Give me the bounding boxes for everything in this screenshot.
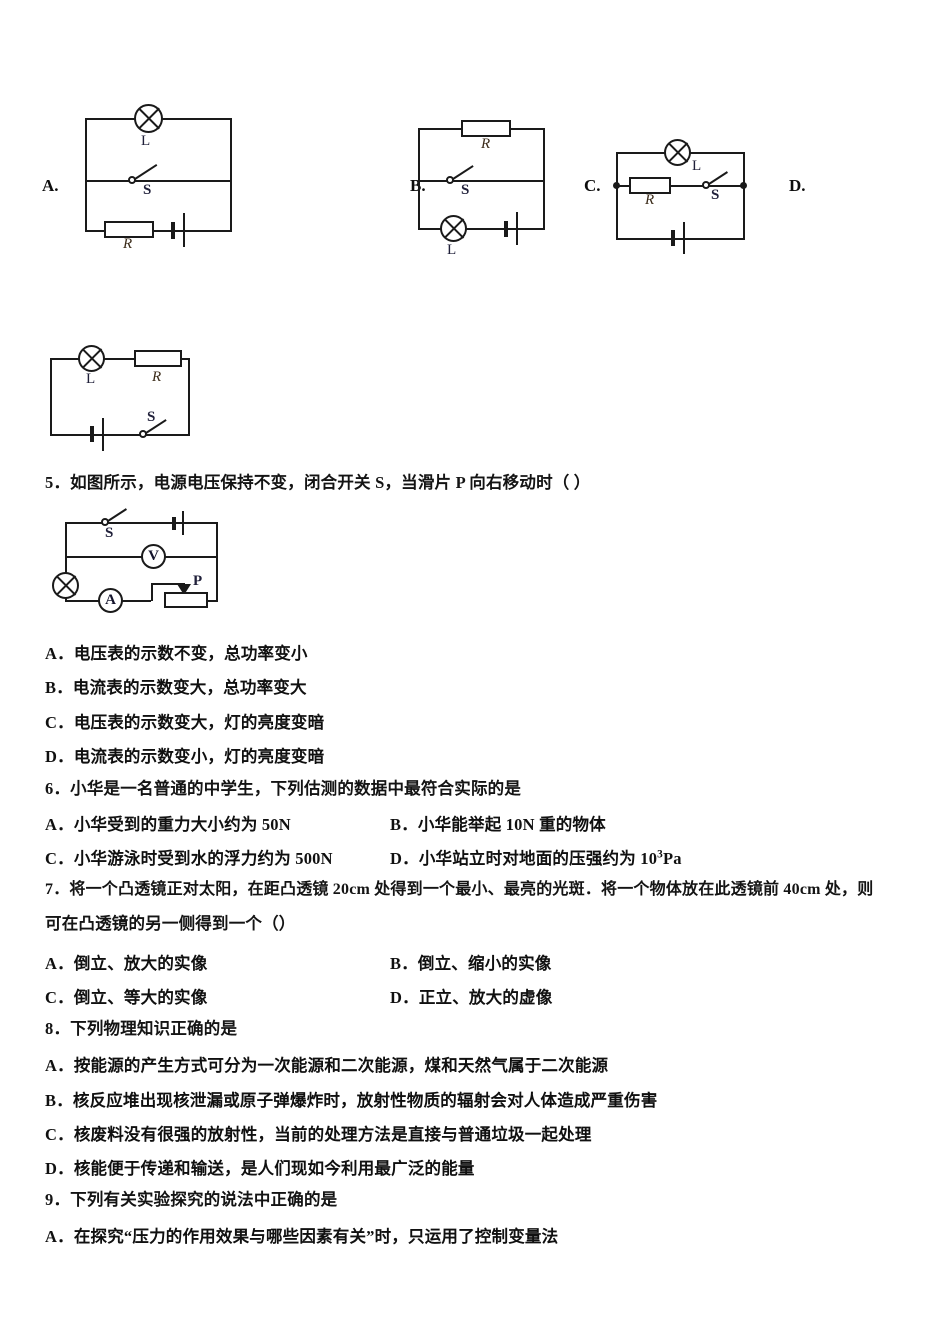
question-7-option-d: D．正立、放大的虚像 [390,988,553,1007]
battery-long-plate [182,511,184,535]
question-6-option-b: B．小华能举起 10N 重的物体 [390,815,606,834]
question-5-option-b: B．电流表的示数变大，总功率变大 [45,678,307,697]
question-8-option-a: A．按能源的产生方式可分为一次能源和二次能源，煤和天然气属于二次能源 [45,1056,609,1075]
question-7-option-b: B．倒立、缩小的实像 [390,954,552,973]
slider-arrow-icon [177,584,191,595]
wire-left [50,358,52,436]
question-5-option-c: C．电压表的示数变大，灯的亮度变暗 [45,713,325,732]
switch-blade [708,171,728,185]
choice-label-d: D. [789,176,806,195]
lamp-icon [52,572,79,599]
question-6-option-d-exponent: 3 [657,848,663,861]
switch-label: S [147,409,156,425]
switch-terminal [128,176,136,184]
question-7-stem-line1: 7．将一个凸透镜正对太阳，在距凸透镜 20cm 处得到一个最小、最亮的光斑．将一… [45,881,874,898]
wire-left [616,152,618,240]
resistor-icon [629,177,671,194]
resistor-label: R [123,236,133,252]
ammeter-icon: A [98,588,123,613]
question-6-stem: 6．小华是一名普通的中学生，下列估测的数据中最符合实际的是 [45,779,522,798]
switch-terminal [139,430,147,438]
lamp-label: L [447,242,457,258]
wire-top [65,522,218,524]
switch-label: S [143,182,152,198]
question-8-option-d: D．核能便于传递和输送，是人们现如今利用最广泛的能量 [45,1159,475,1178]
switch-terminal [702,181,710,189]
choice-label-a: A. [42,176,59,195]
resistor-icon [104,221,154,238]
question-7-stem-line2: 可在凸透镜的另一侧得到一个（） [45,914,296,933]
rheostat-top-lead [151,583,185,585]
question-8-option-c: C．核废料没有很强的放射性，当前的处理方法是直接与普通垃圾一起处理 [45,1125,592,1144]
slider-label: P [193,573,203,589]
lamp-icon [78,345,105,372]
wire-right [188,358,190,436]
switch-blade [134,164,158,180]
question-7-option-a: A．倒立、放大的实像 [45,954,208,973]
question-9-option-a: A．在探究“压力的作用效果与哪些因素有关”时，只运用了控制变量法 [45,1227,559,1246]
switch-label: S [711,187,720,203]
wire-left [85,118,87,232]
battery-long-plate [102,418,104,451]
wire-right [230,118,232,232]
lamp-label: L [692,158,702,174]
question-5-option-a: A．电压表的示数不变，总功率变小 [45,644,308,663]
switch-terminal [446,176,454,184]
question-9-stem: 9．下列有关实验探究的说法中正确的是 [45,1190,338,1209]
question-6-option-c: C．小华游泳时受到水的浮力约为 500N [45,849,333,868]
wire-right [216,522,218,602]
lamp-icon [134,104,163,133]
battery-short-plate [90,426,94,442]
battery-short-plate [504,221,508,237]
question-6-option-d-text: D．小华站立时对地面的压强约为 10 [390,849,658,868]
lamp-label: L [141,133,151,149]
resistor-label: R [152,369,162,385]
question-8-option-b: B．核反应堆出现核泄漏或原子弹爆炸时，放射性物质的辐射会对人体造成严重伤害 [45,1091,658,1110]
battery-long-plate [683,222,685,254]
choice-label-c: C. [584,176,601,195]
battery-long-plate [516,212,518,245]
wire-bottom [85,230,232,232]
question-6-option-a: A．小华受到的重力大小约为 50N [45,815,291,834]
wire-left [65,522,67,602]
wire-bottom [50,434,190,436]
question-5-option-d: D．电流表的示数变小，灯的亮度变暗 [45,747,325,766]
wire-middle [418,180,545,182]
wire-bottom [616,238,745,240]
wire-top [50,358,190,360]
switch-terminal [101,518,109,526]
resistor-label: R [481,136,491,152]
wire-middle [616,185,745,187]
question-7-option-c: C．倒立、等大的实像 [45,988,208,1007]
question-8-stem: 8．下列物理知识正确的是 [45,1019,238,1038]
battery-short-plate [671,230,675,246]
wire-bottom [418,228,545,230]
resistor-icon [461,120,511,137]
wire-right [743,152,745,240]
battery-short-plate [171,222,175,239]
lamp-icon [440,215,467,242]
resistor-icon [134,350,182,367]
rheostat-left-lead [151,583,153,601]
rheostat-body [164,592,208,608]
switch-label: S [461,182,470,198]
resistor-label: R [645,192,655,208]
battery-short-plate [172,517,176,530]
voltmeter-icon: V [141,544,166,569]
question-6-option-d: D．小华站立时对地面的压强约为 103Pa [390,845,682,869]
wire-left [418,128,420,230]
junction-dot-left [613,182,620,189]
lamp-icon [664,139,691,166]
question-5-stem: 5．如图所示，电源电压保持不变，闭合开关 S，当滑片 P 向右移动时（ ） [45,473,591,492]
junction-dot-right [740,182,747,189]
wire-right [543,128,545,230]
battery-long-plate [183,213,185,247]
switch-blade [452,165,474,180]
switch-label: S [105,525,114,541]
switch-blade [107,508,127,522]
lamp-label: L [86,371,96,387]
wire-middle [85,180,232,182]
question-6-option-d-unit: Pa [662,849,682,868]
